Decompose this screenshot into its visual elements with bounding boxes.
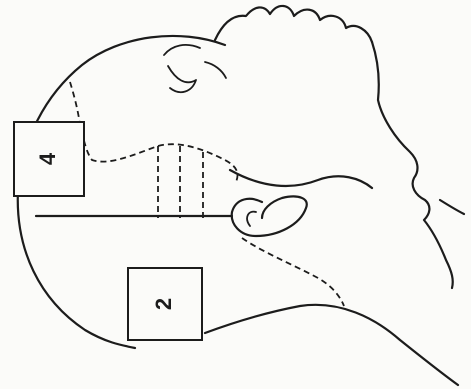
eye (168, 66, 196, 92)
eyelash (205, 62, 226, 78)
ear-inner (247, 212, 256, 226)
hair-outline (215, 6, 372, 42)
dashed-boundary-lower (242, 238, 344, 306)
region-2-box: 2 (128, 268, 202, 340)
region-2-label: 2 (151, 298, 176, 310)
jaw-line (230, 170, 372, 188)
face-profile (372, 42, 453, 288)
region-4-box: 4 (14, 122, 84, 196)
shoulder-outline (205, 305, 458, 385)
neck-front-line (440, 200, 464, 214)
eyebrow (164, 45, 200, 55)
dashed-boundary-upper (70, 82, 238, 182)
region-4-label: 4 (35, 152, 60, 165)
ear (232, 196, 307, 236)
